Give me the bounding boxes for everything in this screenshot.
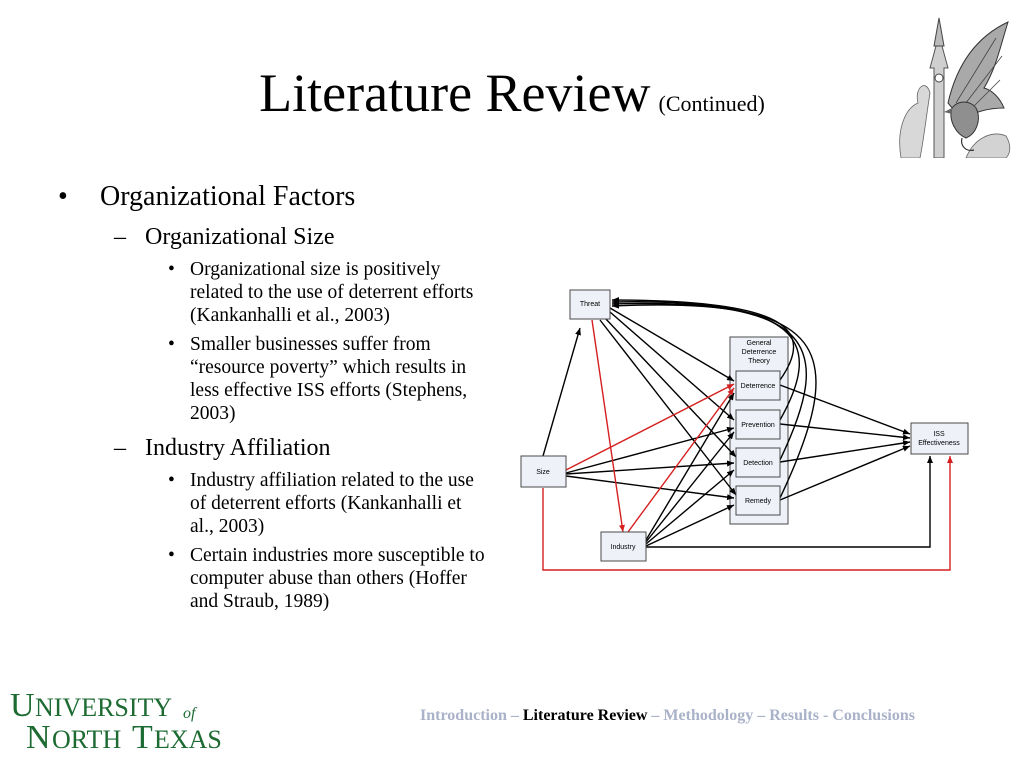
path-size-prevention (565, 426, 735, 474)
subheading-industry-affiliation: – Industry Affiliation (58, 433, 508, 463)
path-industry-remedy (645, 504, 735, 547)
point-text: Smaller businesses suffer from “resource… (190, 334, 468, 424)
box-threat: Threat (569, 289, 611, 320)
logo-orth: ORTH (52, 725, 121, 754)
point-text: Industry affiliation related to the use … (190, 470, 474, 537)
curve-prevention-threat (611, 298, 800, 421)
size-point-2: • Smaller businesses suffer from “resour… (58, 333, 490, 425)
path-threat-prevention (609, 311, 735, 421)
box-iss-effectiveness: ISS Effectiveness (910, 422, 969, 455)
box-size: Size (520, 455, 567, 488)
title-subtitle: (Continued) (658, 91, 765, 116)
red-path-industry-deterrence (627, 387, 735, 533)
path-size-detection (565, 460, 735, 475)
red-path-size-iss (542, 456, 953, 571)
box-label: Deterrence (741, 383, 776, 390)
industry-point-2: • Certain industries more susceptible to… (58, 544, 490, 613)
path-threat-deterrence (609, 307, 735, 382)
path-threat-detection (604, 317, 737, 458)
logo-exas: EXAS (154, 725, 222, 754)
nav-remaining-sections[interactable]: – Methodology – Results - Conclusions (647, 707, 915, 724)
subheading-organizational-size: – Organizational Size (58, 222, 508, 252)
nav-introduction[interactable]: Introduction – (420, 707, 523, 724)
dash-mark: – (114, 435, 126, 461)
bullet-mark: • (58, 181, 68, 212)
path-remedy-iss (779, 445, 911, 501)
gdt-label-2: Deterrence (742, 349, 777, 356)
box-label: Size (536, 469, 550, 476)
logo-n: N (26, 719, 51, 754)
logo-t: T (132, 719, 153, 754)
box-label: Detection (743, 460, 773, 467)
path-threat-remedy (599, 319, 737, 496)
box-label: Remedy (745, 498, 772, 505)
path-prevention-iss (779, 423, 911, 441)
bullet-list: • Organizational Factors – Organizationa… (58, 180, 508, 613)
curve-detection-threat (611, 300, 808, 461)
bullet-text: Organizational Factors (100, 181, 356, 212)
path-deterrence-iss (779, 384, 911, 435)
box-label-1: ISS (933, 431, 945, 438)
logo-niversity: NIVERSITY (35, 693, 172, 722)
path-industry-iss (646, 456, 933, 548)
logo-u: U (10, 687, 35, 724)
slide-title: Literature Review (Continued) (0, 62, 1024, 124)
logo-of: of (183, 705, 198, 722)
bullet-mark: • (168, 259, 175, 280)
bullet-mark: • (168, 545, 175, 566)
box-label: Threat (580, 301, 600, 308)
size-point-1: • Organizational size is positively rela… (58, 258, 490, 327)
dash-mark: – (114, 224, 126, 250)
unt-logo: U NIVERSITY of N ORTH T EXAS (10, 687, 222, 754)
box-remedy: Remedy (735, 485, 781, 516)
box-label-2: Effectiveness (918, 440, 960, 447)
box-deterrence: Deterrence (735, 370, 781, 401)
title-main: Literature Review (259, 63, 651, 123)
section-navigation: Introduction – Literature Review – Metho… (300, 707, 915, 725)
path-size-remedy (565, 475, 735, 501)
bullet-mark: • (168, 334, 175, 355)
path-industry-detection (645, 469, 735, 545)
red-path-size-deterrence (565, 383, 735, 471)
industry-point-1: • Industry affiliation related to the us… (58, 469, 490, 538)
research-model-diagram: General Deterrence Theory (520, 289, 969, 571)
path-detection-iss (779, 440, 911, 463)
curve-remedy-threat (611, 302, 817, 499)
box-prevention: Prevention (735, 409, 781, 440)
point-text: Organizational size is positively relate… (190, 259, 474, 326)
subheading-text: Organizational Size (145, 224, 335, 250)
bullet-organizational-factors: • Organizational Factors (58, 180, 508, 214)
eagle-crest-icon (896, 8, 1014, 158)
path-size-threat (542, 327, 581, 457)
box-label: Prevention (741, 422, 775, 429)
box-label: Industry (611, 544, 636, 551)
red-path-threat-industry (591, 319, 625, 533)
box-industry: Industry (600, 531, 647, 562)
nav-literature-review[interactable]: Literature Review (522, 707, 648, 724)
point-text: Certain industries more susceptible to c… (190, 545, 485, 612)
box-detection: Detection (735, 447, 781, 478)
gdt-label-3: Theory (748, 358, 770, 365)
gdt-label-1: General (747, 340, 772, 347)
bullet-mark: • (168, 470, 175, 491)
subheading-text: Industry Affiliation (145, 435, 331, 461)
path-industry-prevention (645, 431, 735, 543)
